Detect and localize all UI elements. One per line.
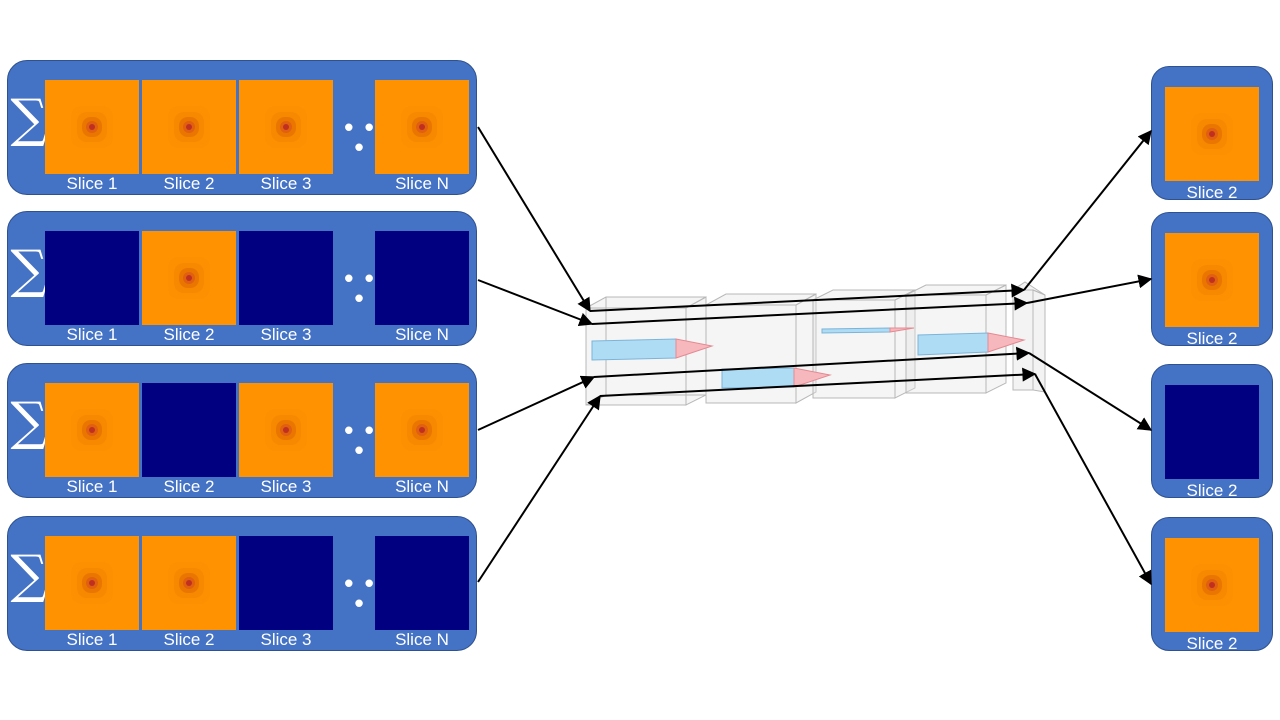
slice-label: Slice 3 [260, 477, 312, 496]
slice-image [142, 231, 236, 325]
slice-image [375, 383, 469, 477]
input-arrow [477, 126, 591, 313]
sum-symbol: ∑ [10, 89, 48, 149]
slice-label: Slice 3 [260, 174, 312, 193]
flow-arrow [599, 367, 1037, 397]
slice-image [45, 231, 139, 325]
slice-label: Slice 2 [163, 174, 215, 193]
output-slice-image [1165, 385, 1259, 479]
input-group-1: ∑ • • • Slice 1 Slice 2 Slice 3 Slice N [7, 60, 477, 195]
output-slice-image [1165, 233, 1259, 327]
output-slice-image [1165, 538, 1259, 632]
output-arrow [1028, 352, 1153, 431]
slice-label: Slice N [395, 630, 449, 649]
output-1: Slice 2 [1151, 66, 1273, 202]
input-group-2: ∑ • • • Slice 1 Slice 2 Slice 3 Slice N [7, 211, 477, 346]
slice-label: Slice 1 [66, 630, 118, 649]
slice-image [375, 536, 469, 630]
input-arrow [477, 394, 601, 583]
ellipsis: • • • [344, 112, 376, 162]
slice-label: Slice 1 [66, 325, 118, 344]
output-slice-label: Slice 2 [1186, 183, 1238, 202]
slice-label: Slice 1 [66, 174, 118, 193]
ellipsis: • • • [344, 415, 376, 465]
flow-arrow [591, 296, 1029, 325]
output-slice-label: Slice 2 [1186, 329, 1238, 348]
slice-image [45, 383, 139, 477]
ellipsis: • • • [344, 263, 376, 313]
sum-symbol: ∑ [10, 240, 48, 300]
input-arrow [477, 375, 596, 431]
flow-arrow [589, 283, 1026, 312]
layer-block [812, 289, 916, 399]
slice-label: Slice N [395, 325, 449, 344]
slice-label: Slice 3 [260, 630, 312, 649]
slice-image [45, 80, 139, 174]
output-4: Slice 2 [1151, 517, 1273, 653]
slice-image [142, 80, 236, 174]
slice-label: Slice 1 [66, 477, 118, 496]
sum-symbol: ∑ [10, 545, 48, 605]
output-slice-label: Slice 2 [1186, 634, 1238, 653]
sum-symbol: ∑ [10, 392, 48, 452]
slice-label: Slice N [395, 174, 449, 193]
input-group-3: ∑ • • • Slice 1 Slice 2 Slice 3 Slice N [7, 363, 477, 498]
kernel [591, 338, 714, 361]
output-arrow [1023, 129, 1152, 291]
output-arrow [1034, 373, 1152, 586]
slice-image [375, 80, 469, 174]
ellipsis: • • • [344, 568, 376, 618]
output-3: Slice 2 [1151, 364, 1273, 500]
output-2: Slice 2 [1151, 212, 1273, 348]
slice-image [239, 383, 333, 477]
kernel [821, 327, 915, 334]
slice-label: Slice 2 [163, 477, 215, 496]
slice-image [45, 536, 139, 630]
input-group-4: ∑ • • • Slice 1 Slice 2 Slice 3 Slice N [7, 516, 477, 651]
slice-image [142, 383, 236, 477]
kernel [917, 332, 1026, 356]
output-arrow [1026, 274, 1153, 304]
kernel [721, 367, 832, 389]
slice-image [375, 231, 469, 325]
slice-image [239, 536, 333, 630]
input-arrow [477, 279, 594, 326]
slice-label: Slice 3 [260, 325, 312, 344]
output-slice-label: Slice 2 [1186, 481, 1238, 500]
output-slice-image [1165, 87, 1259, 181]
flow-arrow [593, 346, 1031, 378]
slice-label: Slice N [395, 477, 449, 496]
slice-label: Slice 2 [163, 630, 215, 649]
slice-image [239, 80, 333, 174]
slice-label: Slice 2 [163, 325, 215, 344]
slice-image [142, 536, 236, 630]
slice-image [239, 231, 333, 325]
